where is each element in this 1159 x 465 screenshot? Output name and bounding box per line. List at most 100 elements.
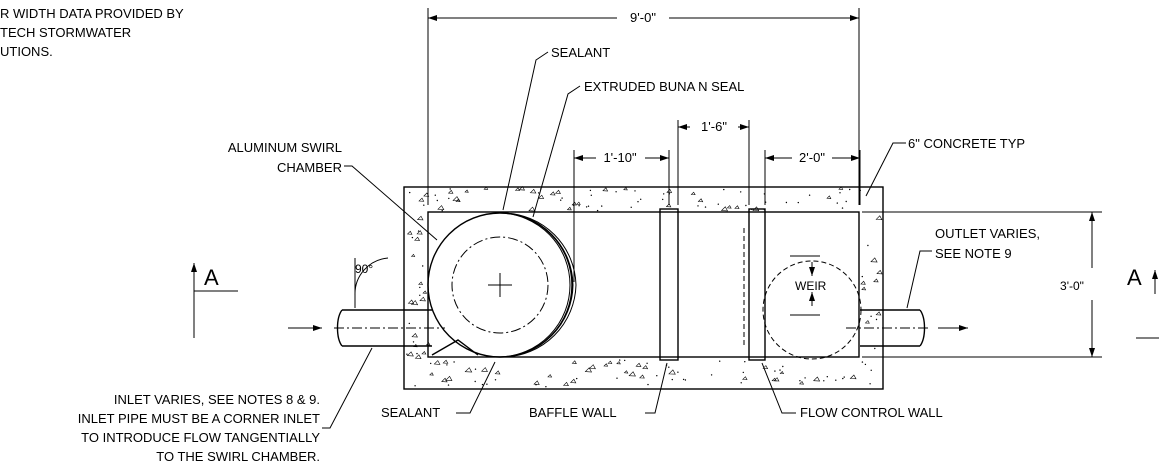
concrete-speckle: [422, 265, 424, 267]
concrete-speckle: [779, 371, 785, 375]
concrete-speckle: [615, 191, 617, 193]
overall-length-label: 9'-0": [630, 10, 656, 25]
concrete-speckle: [561, 197, 563, 199]
concrete-speckle: [684, 379, 687, 381]
section-right-letter: A: [1127, 265, 1142, 290]
concrete-speckle: [547, 374, 553, 378]
swirl-chamber-label-1: ALUMINUM SWIRL: [228, 140, 342, 155]
inlet-angle-label: 90°: [355, 262, 373, 276]
concrete-speckle: [411, 333, 418, 338]
concrete-speckle: [876, 269, 883, 275]
concrete-speckle: [869, 383, 871, 385]
extruded-seal-label: EXTRUDED BUNA N SEAL: [584, 79, 744, 94]
concrete-speckle: [841, 207, 844, 209]
concrete-speckle: [589, 189, 592, 192]
concrete-speckle: [849, 188, 851, 191]
concrete-speckle: [584, 367, 593, 373]
concrete-speckle: [663, 193, 665, 195]
concrete-speckle: [624, 359, 626, 362]
concrete-speckle: [843, 376, 845, 378]
concrete-speckle: [607, 360, 613, 364]
concrete-speckle: [720, 206, 729, 212]
concrete-speckle: [560, 199, 562, 201]
inlet-note-leader: [322, 347, 373, 429]
concrete-speckle: [447, 189, 454, 194]
concrete-speckle: [823, 380, 825, 382]
concrete-speckle: [570, 378, 577, 384]
outlet-label-2: SEE NOTE 9: [935, 246, 1012, 261]
concrete-speckle: [668, 366, 670, 368]
inlet-angle-arc: [354, 257, 389, 296]
concrete-speckle: [744, 361, 746, 363]
top-left-note-line-3: UTIONS.: [0, 44, 53, 59]
concrete-speckle: [630, 206, 632, 208]
concrete-speckle: [682, 378, 685, 381]
chamber-to-baffle-label: 1'-10": [603, 150, 637, 165]
concrete-speckle: [464, 189, 469, 193]
flow-control-wall-callout: FLOW CONTROL WALL: [761, 362, 943, 420]
concrete-speckle: [434, 194, 436, 196]
concrete-speckle: [634, 190, 636, 192]
swirl-seal-ring-3: [503, 212, 577, 358]
chamber-to-baffle-dimension: 1'-10": [573, 150, 670, 282]
concrete-callout: 6" CONCRETE TYP: [865, 136, 1025, 197]
concrete-speckle: [797, 201, 799, 204]
concrete-speckle: [874, 347, 876, 350]
concrete-hatch: [406, 186, 883, 388]
concrete-speckle: [826, 195, 832, 199]
concrete-speckle: [762, 365, 769, 370]
concrete-speckle: [571, 360, 577, 364]
concrete-speckle: [690, 191, 696, 196]
concrete-speckle: [723, 188, 725, 191]
concrete-speckle: [410, 253, 416, 257]
inlet-note-line-3: TO INTRODUCE FLOW TANGENTIALLY: [81, 430, 320, 445]
concrete-speckle: [419, 294, 421, 296]
extruded-seal-callout: EXTRUDED BUNA N SEAL: [532, 79, 744, 218]
concrete-speckle: [742, 371, 744, 374]
concrete-speckle: [635, 362, 642, 367]
swirl-chamber-label-2: CHAMBER: [277, 160, 342, 175]
concrete-speckle: [406, 353, 408, 355]
concrete-speckle: [704, 206, 707, 208]
concrete-speckle: [773, 377, 780, 382]
sealant-bottom-callout: SEALANT: [381, 361, 496, 420]
concrete-speckle: [449, 188, 451, 190]
concrete-speckle: [870, 369, 872, 371]
concrete-speckle: [481, 383, 484, 386]
concrete-speckle: [549, 191, 556, 196]
concrete-speckle: [407, 299, 415, 304]
baffle-wall-leader: [645, 362, 668, 414]
swirl-inner-circle: [451, 236, 549, 334]
outlet-assembly: WEIR: [762, 255, 862, 360]
section-marker-right: A: [1127, 265, 1159, 339]
top-left-note-line-2: TECH STORMWATER: [0, 25, 131, 40]
concrete-speckle: [416, 230, 423, 235]
flow-wall-to-outlet-label: 2'-0": [799, 150, 825, 165]
concrete-speckle: [623, 187, 628, 191]
concrete-speckle: [740, 191, 742, 193]
concrete-speckle: [849, 374, 857, 380]
section-left-line: [193, 290, 238, 338]
concrete-speckle: [838, 186, 844, 190]
concrete-label: 6" CONCRETE TYP: [908, 136, 1025, 151]
flow-wall-to-outlet-dimension: 2'-0": [764, 150, 861, 205]
concrete-speckle: [875, 215, 883, 221]
baffle-to-flow-wall-label: 1'-6": [701, 119, 727, 134]
concrete-speckle: [494, 370, 501, 375]
concrete-speckle: [529, 188, 537, 194]
concrete-vault: [403, 186, 884, 390]
concrete-speckle: [481, 367, 488, 372]
concrete-speckle: [785, 201, 788, 204]
concrete-speckle: [619, 359, 621, 361]
extruded-seal-leader: [532, 85, 581, 218]
concrete-speckle: [416, 215, 424, 221]
inlet-note-line-2: INLET PIPE MUST BE A CORNER INLET: [78, 411, 320, 426]
concrete-speckle: [446, 364, 448, 366]
section-left-letter: A: [204, 265, 219, 290]
concrete-speckle: [455, 198, 461, 203]
concrete-speckle: [429, 372, 434, 376]
concrete-speckle: [554, 189, 561, 194]
concrete-speckle: [414, 236, 421, 241]
concrete-speckle: [642, 365, 649, 370]
swirl-seal-ring-2: [501, 212, 574, 358]
